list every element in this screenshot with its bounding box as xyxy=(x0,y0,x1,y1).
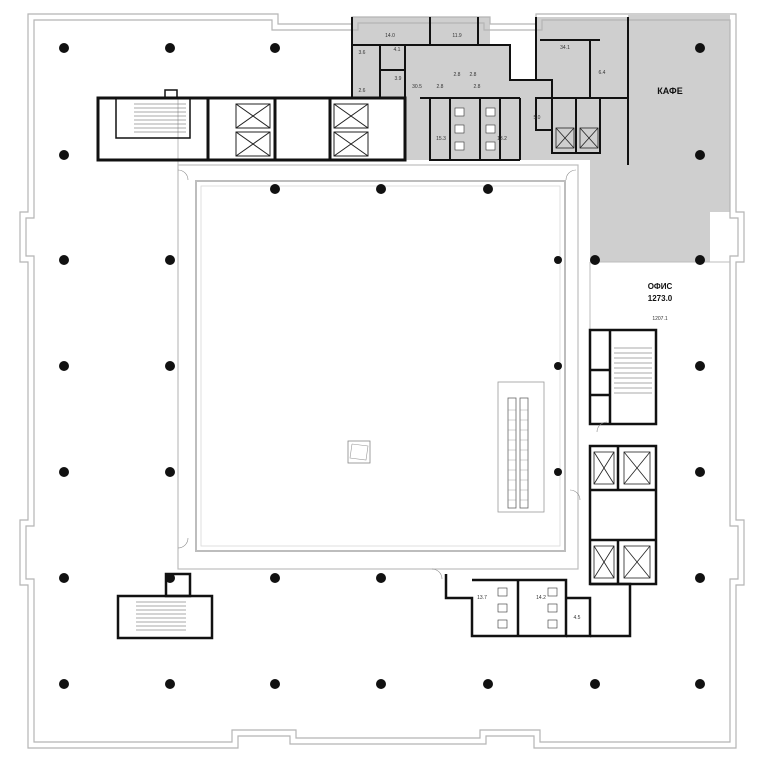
room-area: 34.1 xyxy=(560,45,570,51)
column xyxy=(376,679,386,689)
column xyxy=(165,361,175,371)
column xyxy=(695,255,705,265)
escalator-left xyxy=(507,397,517,509)
column xyxy=(270,184,280,194)
room-area: 2.8 xyxy=(437,84,444,90)
room-area: 2.8 xyxy=(454,72,461,78)
column xyxy=(59,43,69,53)
column xyxy=(165,255,175,265)
room-area: 2.8 xyxy=(470,72,477,78)
room-area: 2.8 xyxy=(474,84,481,90)
wc-fixtures-north xyxy=(454,107,496,151)
column xyxy=(483,679,493,689)
escalator-frame xyxy=(497,381,545,513)
southwest-stair xyxy=(116,572,214,640)
column xyxy=(590,679,600,689)
room-area: 5.0 xyxy=(534,115,541,121)
cafe-area xyxy=(590,15,730,262)
column xyxy=(695,467,705,477)
room-area: 4.1 xyxy=(394,47,401,53)
service-elevators xyxy=(555,127,599,149)
column xyxy=(59,361,69,371)
room-area: 3.9 xyxy=(395,76,402,82)
room-area: 2.6 xyxy=(359,88,366,94)
column xyxy=(695,43,705,53)
column xyxy=(695,679,705,689)
shaded-areas xyxy=(352,15,730,262)
column xyxy=(165,467,175,477)
office-sub-area: 1207.1 xyxy=(652,316,668,322)
column xyxy=(59,679,69,689)
column xyxy=(554,256,562,264)
partitions xyxy=(177,98,730,330)
skylight-icon xyxy=(347,440,371,464)
east-elevators xyxy=(593,451,651,579)
cafe-label: КАФЕ xyxy=(657,86,682,96)
room-numbers: 14.0 11.9 34.1 6.4 3.6 4.1 3.9 30.5 2.6 … xyxy=(359,33,606,621)
column xyxy=(695,361,705,371)
column xyxy=(376,573,386,583)
escalator-right xyxy=(519,397,529,509)
column xyxy=(695,150,705,160)
column xyxy=(59,573,69,583)
room-area: 13.7 xyxy=(477,595,487,601)
office-area: 1273.0 xyxy=(648,294,673,303)
column xyxy=(165,573,175,583)
service-walls xyxy=(351,17,629,165)
room-area: 13.2 xyxy=(497,136,507,142)
room-area: 14.0 xyxy=(385,33,395,39)
column xyxy=(59,150,69,160)
room-area: 6.4 xyxy=(599,70,606,76)
column xyxy=(483,184,493,194)
column xyxy=(59,467,69,477)
east-stair-treads xyxy=(614,347,652,394)
room-area: 30.5 xyxy=(412,84,422,90)
room-area: 14.2 xyxy=(536,595,546,601)
column xyxy=(165,43,175,53)
room-area: 3.6 xyxy=(359,50,366,56)
southwest-stair-treads xyxy=(136,601,186,631)
north-stair-treads xyxy=(134,103,186,133)
south-wc-block xyxy=(444,574,632,638)
column xyxy=(270,573,280,583)
room-area: 11.9 xyxy=(452,33,462,39)
column xyxy=(165,679,175,689)
room-area: 4.5 xyxy=(574,615,581,621)
column xyxy=(554,468,562,476)
service-core-shaded xyxy=(352,17,628,160)
atrium xyxy=(177,164,579,570)
column xyxy=(695,573,705,583)
columns xyxy=(59,43,705,689)
wc-fixtures-south xyxy=(497,587,558,629)
column xyxy=(554,362,562,370)
column xyxy=(59,255,69,265)
building-outline xyxy=(19,13,745,749)
column xyxy=(376,184,386,194)
office-label: ОФИС xyxy=(648,282,673,291)
column xyxy=(590,255,600,265)
column xyxy=(270,679,280,689)
room-area: 15.3 xyxy=(436,136,446,142)
door-swings xyxy=(177,169,608,580)
column xyxy=(270,43,280,53)
north-elevators xyxy=(235,103,369,157)
